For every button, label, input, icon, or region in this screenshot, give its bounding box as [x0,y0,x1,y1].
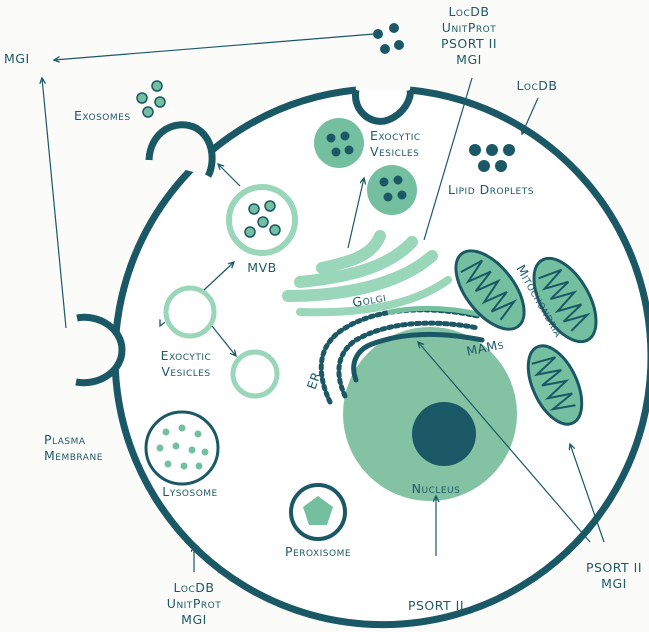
arrows [42,33,605,572]
svg-text:UnitProt: UnitProt [442,20,496,35]
svg-text:PSORT II: PSORT II [441,36,497,51]
peroxisome [289,483,347,541]
svg-text:MGI: MGI [181,612,207,627]
lysosome [144,410,220,486]
exocytic-vesicles-left-label-2: Vesicles [161,364,210,379]
plasma-membrane-label-1: Plasma [44,432,86,447]
exocytic-vesicles-top-label-1: Exocytic [370,128,421,143]
lysosome-label: Lysosome [162,484,218,499]
mitochondria [454,249,598,426]
multivesicular-body [226,184,298,256]
nucleus [343,327,517,501]
exocytic-vesicles-top [314,118,417,215]
psort-bottom-label: PSORT II [408,598,464,613]
exocytic-vesicles-left [163,285,280,399]
golgi-label: Golgi [351,289,387,310]
nucleolus [412,402,476,466]
endoplasmic-reticulum [318,305,485,405]
psort-mgi-right-label-2: MGI [601,576,627,591]
svg-text:MGI: MGI [456,52,482,67]
mgi-left-label: MGI [4,51,30,66]
bottom-db-label: LocDB UnitProt MGI [167,580,221,627]
lipid-droplets-label: Lipid Droplets [448,182,534,197]
peroxisome-label: Peroxisome [285,544,351,559]
svg-text:UnitProt: UnitProt [167,596,221,611]
psort-mgi-right-label-1: PSORT II [586,560,642,575]
svg-text:LocDB: LocDB [448,4,489,19]
exosomes-label: Exosomes [74,108,131,123]
secreted-vesicles [373,23,404,54]
nucleus-label: Nucleus [412,481,461,496]
locdb-right-label: LocDB [516,78,557,93]
golgi-apparatus [282,230,452,317]
top-db-label: LocDB UnitProt PSORT II MGI [441,4,497,67]
plasma-membrane-label-2: Membrane [44,448,103,463]
exocytic-vesicles-left-label-1: Exocytic [161,348,212,363]
mvb-label: MVB [247,260,276,275]
exocytic-vesicles-top-label-2: Vesicles [370,144,419,159]
lipid-droplets [469,144,515,172]
svg-text:LocDB: LocDB [173,580,214,595]
er-label: ER [304,370,324,392]
exosomes-icon [136,80,166,118]
